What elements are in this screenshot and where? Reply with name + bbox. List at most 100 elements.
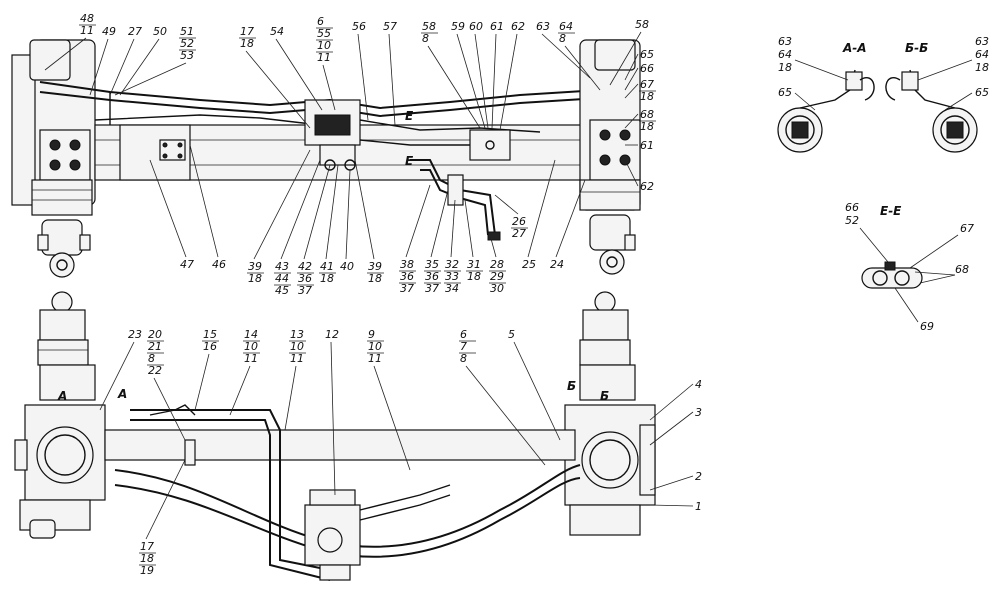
callout-number: 36 — [425, 270, 439, 283]
bottom-view-assembly — [14, 291, 656, 581]
callout-number: 46 — [212, 258, 226, 271]
callout-number: 6 — [460, 328, 467, 341]
callout-number: 13 — [290, 328, 304, 341]
callout-number: 36 — [298, 272, 312, 285]
callout-leader-line — [325, 164, 339, 260]
callout-leader-line — [450, 199, 456, 258]
callout-leader-line — [649, 475, 694, 491]
callout-c65: 65 — [624, 48, 654, 81]
callout-leader-line — [194, 353, 210, 411]
callout-leader-line — [430, 189, 449, 258]
callout-leader-line — [624, 159, 639, 187]
callout-number: 55 — [317, 27, 331, 40]
callout-c12: 12 — [325, 328, 339, 496]
callout-number: 49 — [102, 25, 116, 38]
callout-number: 17 — [140, 540, 154, 553]
callout-number: 22 — [148, 364, 162, 377]
callout-c59: 59 — [451, 20, 486, 129]
callout-leader-line — [427, 45, 481, 129]
ee-label-68: 68 — [955, 263, 969, 276]
bb-label-18: 18 — [975, 61, 989, 74]
callout-leader-line — [114, 62, 187, 96]
callout-number: 40 — [340, 260, 354, 273]
callout-leader-line — [275, 38, 323, 111]
mark-E-top-b: E — [405, 154, 414, 168]
callout-leader-line — [388, 33, 396, 126]
callout-number: 64 — [559, 20, 573, 33]
callout-number: 15 — [203, 328, 217, 341]
callout-number: 62 — [511, 20, 525, 33]
callout-number: 68 — [640, 108, 654, 121]
callout-c57: 57 — [383, 20, 397, 126]
callout-number: 47 — [180, 258, 194, 271]
callout-number: 36 — [400, 270, 414, 283]
callout-number: 18 — [320, 272, 334, 285]
callout-leader-line — [649, 411, 694, 446]
callout-leader-line — [229, 365, 251, 416]
callout-leader-line — [145, 459, 186, 540]
callout-leader-line — [245, 50, 311, 129]
callout-number: 25 — [522, 258, 536, 271]
callout-number: 12 — [325, 328, 339, 341]
callout-leader-line — [624, 53, 639, 81]
callout-leader-line — [464, 199, 474, 258]
callout-number: 56 — [352, 20, 366, 33]
callout-leader-line — [456, 33, 486, 129]
callout-number: 33 — [445, 270, 459, 283]
callout-number: 18 — [467, 270, 481, 283]
callout-leader-line — [491, 33, 497, 129]
callout-number: 30 — [490, 282, 504, 295]
callout-number: 8 — [148, 352, 155, 365]
callout-leader-line — [555, 179, 586, 258]
callout-number: 54 — [270, 25, 284, 38]
callout-number: 38 — [400, 258, 414, 271]
callout-c62b: 62 — [624, 159, 654, 193]
callout-leader-line — [465, 365, 546, 466]
callout-c61: 61 — [490, 20, 504, 129]
ee-label-66: 66 — [845, 201, 859, 214]
callout-leader-line — [564, 45, 601, 91]
callout-leader-line — [149, 159, 187, 258]
callout-number: 32 — [445, 258, 459, 271]
callout-leader-line — [89, 38, 109, 96]
callout-number: 43 — [275, 260, 289, 273]
callout-leader-line — [624, 67, 639, 91]
callout-number: 53 — [180, 49, 194, 62]
callout-c47: 47 — [149, 159, 194, 271]
callout-number: 18 — [640, 90, 654, 103]
callout-number: 57 — [383, 20, 397, 33]
callout-c24: 24 — [550, 179, 586, 271]
callout-number: 31 — [467, 258, 481, 271]
callout-number: 18 — [140, 552, 154, 565]
callout-c50: 50 — [119, 25, 167, 96]
callout-number: 63 — [536, 20, 550, 33]
callout-number: 26 — [512, 215, 526, 228]
callout-number: 7 — [460, 340, 467, 353]
callout-leader-line — [330, 341, 336, 496]
callout-number: 58 — [635, 18, 649, 31]
callout-number: 48 — [80, 12, 94, 25]
callout-number: 8 — [422, 32, 429, 45]
callout-leader-line — [109, 38, 135, 96]
callout-leader-line — [99, 341, 135, 411]
mark-A-arrow: A — [117, 387, 127, 401]
callout-leader-line — [499, 33, 518, 131]
callout-number: 45 — [275, 284, 289, 297]
aa-label-63: 63 — [778, 35, 792, 48]
left-cylinder-cap — [29, 39, 71, 81]
callout-number: 11 — [290, 352, 304, 365]
